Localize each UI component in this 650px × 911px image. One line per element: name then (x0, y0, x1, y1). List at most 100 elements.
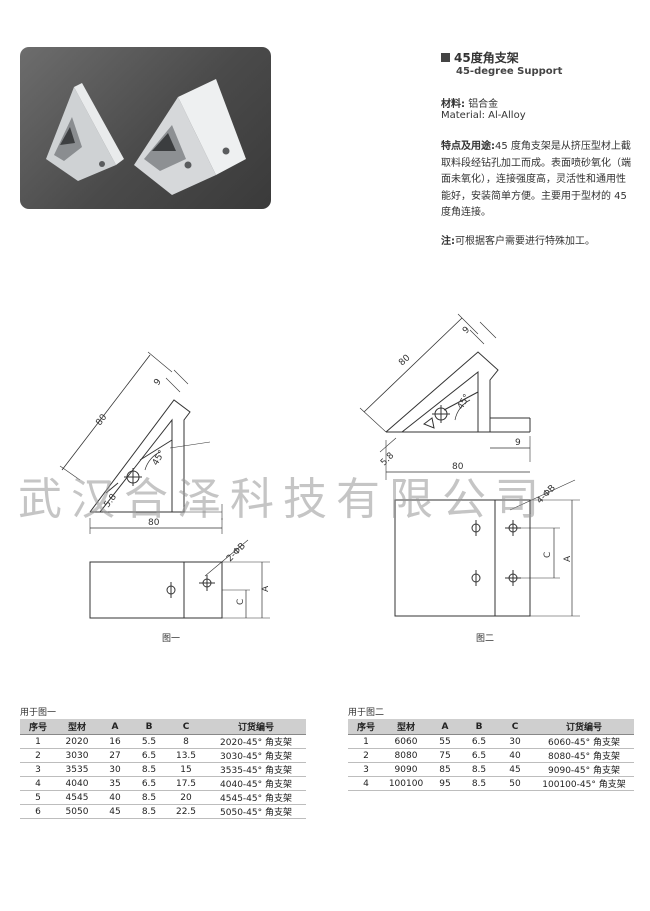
table-cell: 100100 (384, 776, 428, 791)
table-cell: 5050-45° 角支架 (206, 804, 306, 819)
table-cell: 35 (98, 776, 132, 791)
figure1-side-view (59, 351, 249, 577)
table-cell: 8 (166, 734, 206, 749)
fig2-dim-9: 9 (461, 325, 472, 336)
figure1-caption: 图一 (162, 634, 181, 644)
table2-header: 型材 (384, 719, 428, 735)
fig1-dim-a: A (261, 585, 271, 592)
table-cell: 6060 (384, 734, 428, 749)
table-cell: 3030-45° 角支架 (206, 748, 306, 763)
table-cell: 16 (98, 734, 132, 749)
table-cell: 30 (496, 734, 534, 749)
table-cell: 9090-45° 角支架 (534, 762, 634, 777)
table2-header: C (496, 719, 534, 735)
table-cell: 4545 (56, 790, 98, 805)
material-zh: 材料: 铝合金 (441, 99, 499, 110)
table-cell: 3030 (56, 748, 98, 763)
table-cell: 55 (428, 734, 462, 749)
table-cell: 95 (428, 776, 462, 791)
fig1-dim-80-bottom: 80 (148, 518, 160, 528)
table-cell: 17.5 (166, 776, 206, 791)
figure2-caption: 图二 (476, 634, 495, 644)
table-cell: 100100-45° 角支架 (534, 776, 634, 791)
table1-header-row: 序号 型材 A B C 订货编号 (20, 719, 306, 735)
company-watermark: 武汉合泽科技有限公司 (18, 474, 548, 525)
figure2-plan-view (394, 499, 580, 617)
table-cell: 4 (348, 776, 384, 791)
table2-header-row: 序号 型材 A B C 订货编号 (348, 719, 634, 735)
table-cell: 20 (166, 790, 206, 805)
fig2-dim-80-slope: 80 (397, 353, 412, 368)
table-cell: 2 (20, 748, 56, 763)
table1-header: C (166, 719, 206, 735)
table-cell: 4 (20, 776, 56, 791)
table-cell: 2020-45° 角支架 (206, 734, 306, 749)
table1-header: 型材 (56, 719, 98, 735)
table-cell: 45 (98, 804, 132, 819)
table1-header: 订货编号 (206, 719, 306, 735)
note: 注:可根据客户需要进行特殊加工。 (441, 236, 595, 247)
table1-header: B (132, 719, 166, 735)
product-photo (20, 47, 271, 209)
figure1-plan-view (89, 561, 270, 619)
table-cell: 8080-45° 角支架 (534, 748, 634, 763)
product-photo-illustration (46, 79, 246, 195)
table-cell: 15 (166, 762, 206, 777)
table-cell: 3 (20, 762, 56, 777)
fig2-dim-c: C (543, 552, 553, 558)
table-cell: 9090 (384, 762, 428, 777)
table-cell: 8.5 (132, 790, 166, 805)
table-cell: 75 (428, 748, 462, 763)
table-cell: 3535-45° 角支架 (206, 762, 306, 777)
table2-header: 订货编号 (534, 719, 634, 735)
product-title: 45度角支架 (441, 49, 519, 66)
product-title-en: 45-degree Support (456, 66, 563, 77)
table-cell: 6.5 (132, 748, 166, 763)
table-cell: 8.5 (462, 776, 496, 791)
table-cell: 40 (496, 748, 534, 763)
table-cell: 6 (20, 804, 56, 819)
features: 特点及用途:45 度角支架是从挤压型材上截取料段经钻孔加工而成。表面喷砂氧化（端… (441, 141, 631, 218)
table2-header: 序号 (348, 719, 384, 735)
table-cell: 45 (496, 762, 534, 777)
table-cell: 4545-45° 角支架 (206, 790, 306, 805)
table-cell: 2 (348, 748, 384, 763)
figure2-side-view (359, 313, 576, 511)
table2-header: B (462, 719, 496, 735)
fig2-dim-a: A (563, 555, 573, 562)
table-cell: 27 (98, 748, 132, 763)
table-cell: 30 (98, 762, 132, 777)
title-square-icon (441, 53, 450, 62)
fig2-dim-45: 45° (456, 393, 473, 412)
table1-header: 序号 (20, 719, 56, 735)
table-cell: 6.5 (132, 776, 166, 791)
table-cell: 4040-45° 角支架 (206, 776, 306, 791)
table-cell: 8.5 (132, 804, 166, 819)
table-cell: 6.5 (462, 748, 496, 763)
table-cell: 5 (20, 790, 56, 805)
table-cell: 8080 (384, 748, 428, 763)
table-cell: 4040 (56, 776, 98, 791)
table-cell: 8.5 (462, 762, 496, 777)
table-cell: 1 (348, 734, 384, 749)
fig1-dim-80-slope: 80 (94, 412, 109, 427)
fig1-dim-hole: 2-ΦB (225, 541, 248, 564)
table-cell: 3 (348, 762, 384, 777)
table-cell: 40 (98, 790, 132, 805)
table-cell: 6.5 (462, 734, 496, 749)
table-cell: 85 (428, 762, 462, 777)
fig2-dim-80-bottom: 80 (452, 462, 464, 472)
table-cell: 2020 (56, 734, 98, 749)
